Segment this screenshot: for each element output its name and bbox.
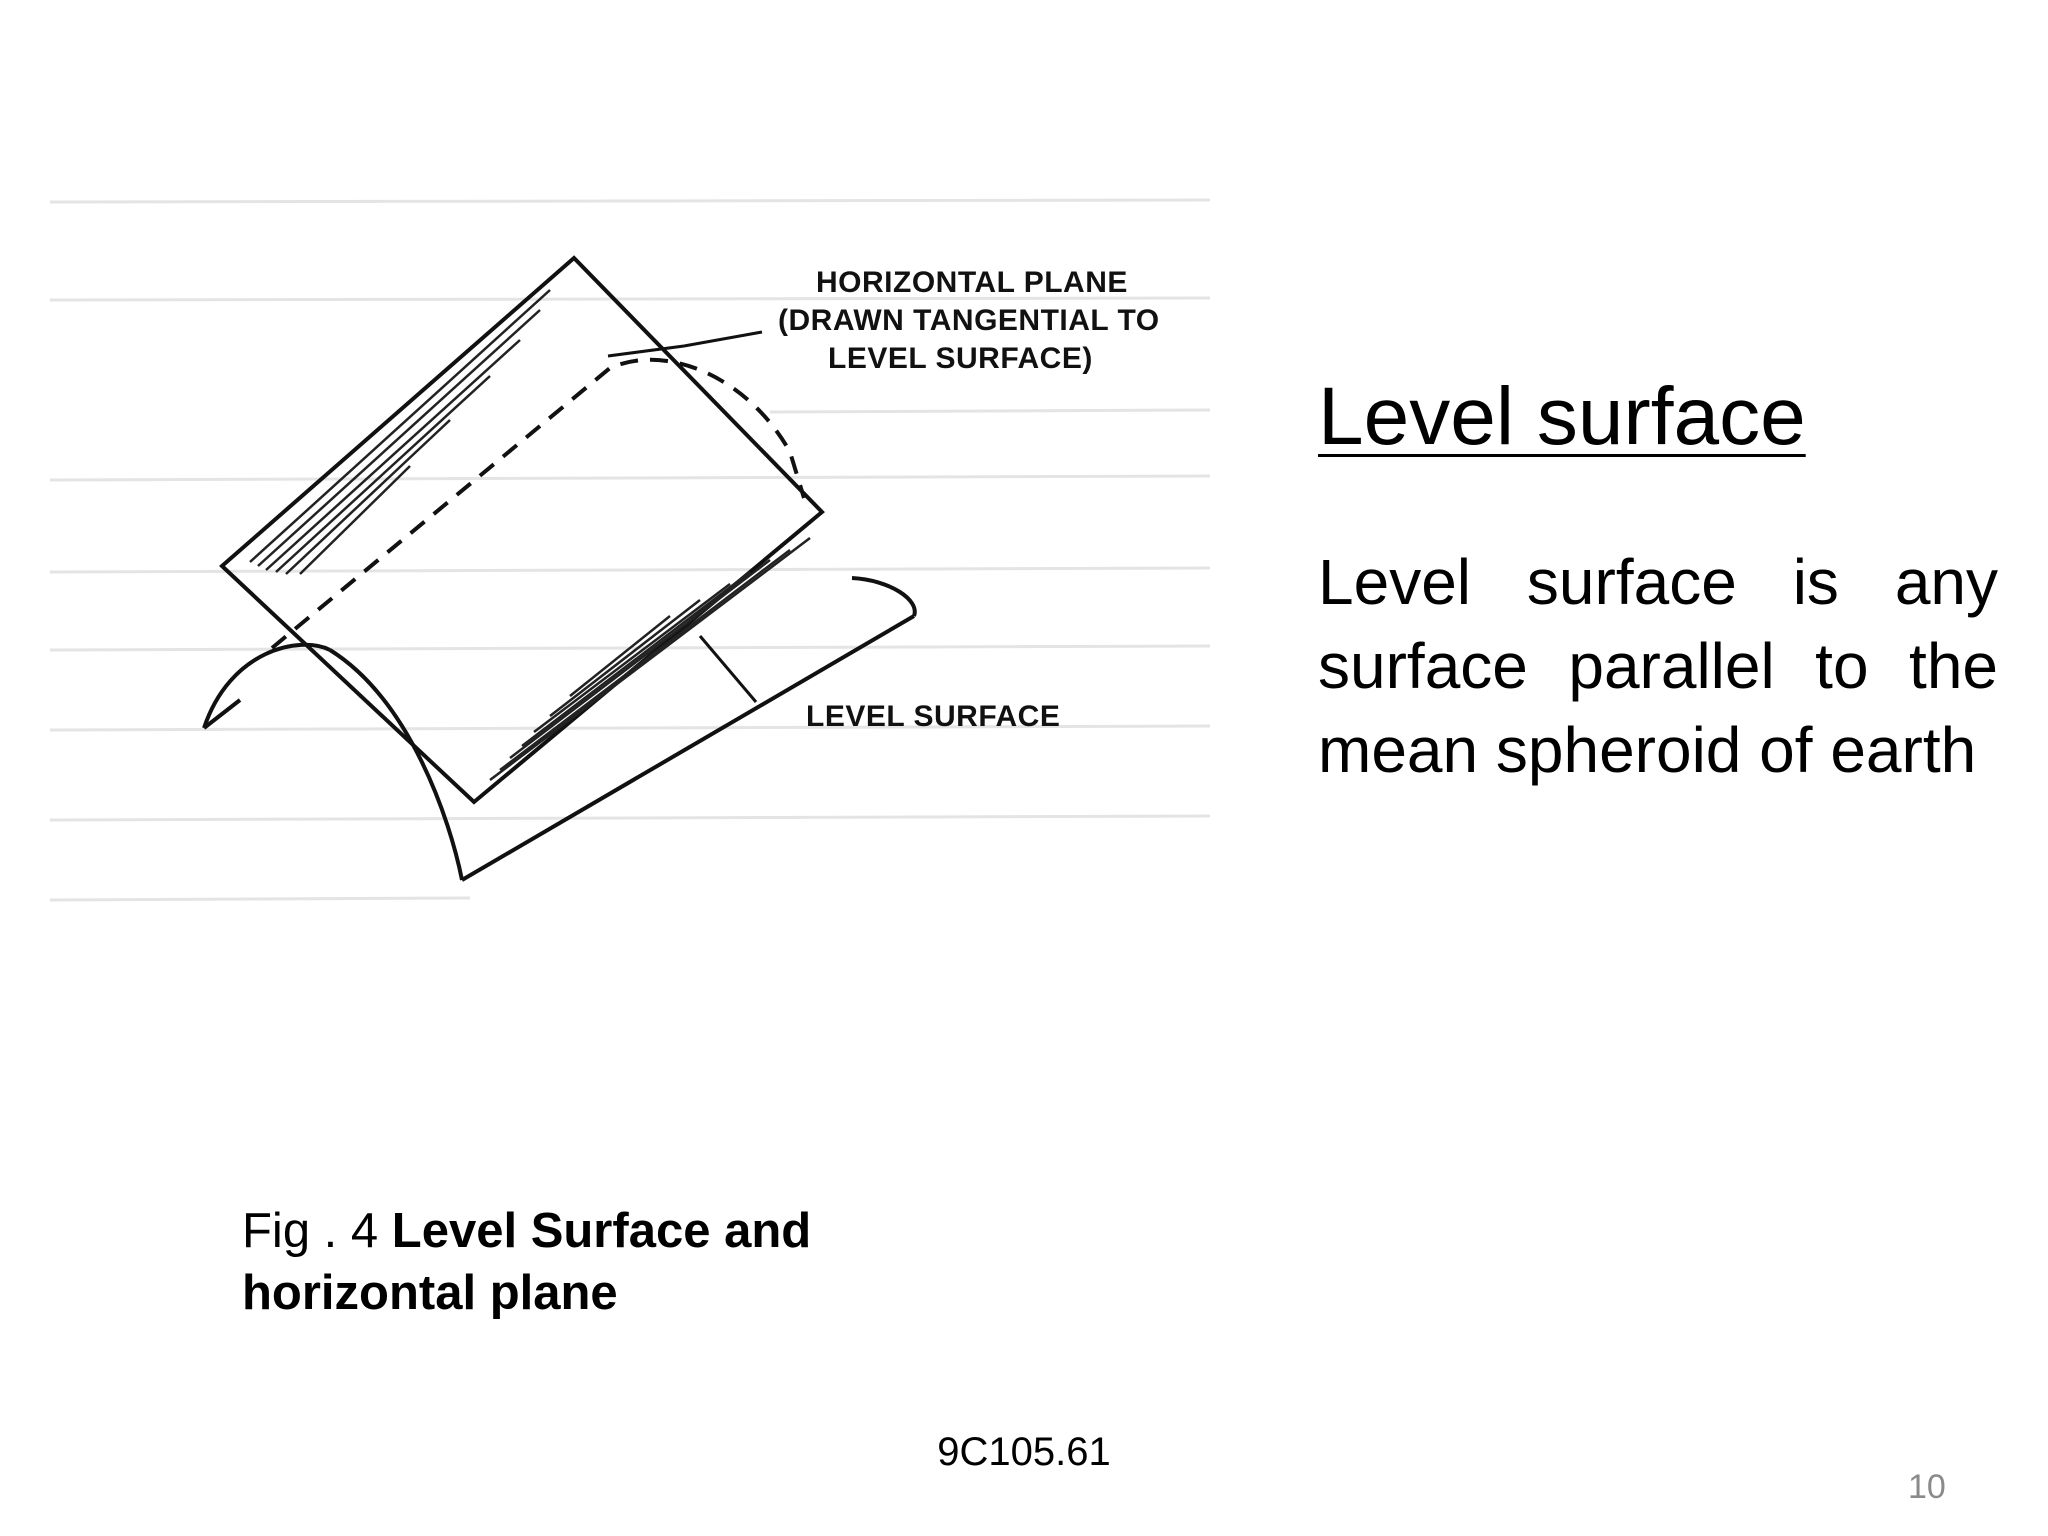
- page-number: 10: [1908, 1468, 1946, 1506]
- surface-label: LEVEL SURFACE: [806, 700, 1060, 733]
- slide-body-text: Level surface is any surface parallel to…: [1318, 546, 1998, 786]
- plane-label-line3: LEVEL SURFACE): [828, 342, 1093, 375]
- plane-shading: [249, 289, 811, 781]
- footer-code: 9C105.61: [937, 1430, 1111, 1474]
- level-surface-diagram: HORIZONTAL PLANE (DRAWN TANGENTIAL TO LE…: [50, 180, 1230, 1060]
- diagram-svg: HORIZONTAL PLANE (DRAWN TANGENTIAL TO LE…: [50, 198, 1211, 902]
- surface-leader-line: [698, 635, 758, 703]
- plane-label-line2: (DRAWN TANGENTIAL TO: [778, 304, 1160, 337]
- plane-leader-line: [607, 330, 763, 358]
- caption-prefix: Fig . 4: [242, 1204, 392, 1258]
- level-surface-sheet: [202, 576, 917, 882]
- slide-heading: Level surface: [1318, 371, 1806, 462]
- figure-caption: Fig . 4 Level Surface and horizontal pla…: [242, 1200, 942, 1324]
- horizontal-plane: [219, 255, 825, 805]
- tangent-dashed-line: [270, 357, 806, 650]
- caption-title: Level Surface and horizontal plane: [242, 1204, 812, 1320]
- plane-label-line1: HORIZONTAL PLANE: [816, 266, 1128, 299]
